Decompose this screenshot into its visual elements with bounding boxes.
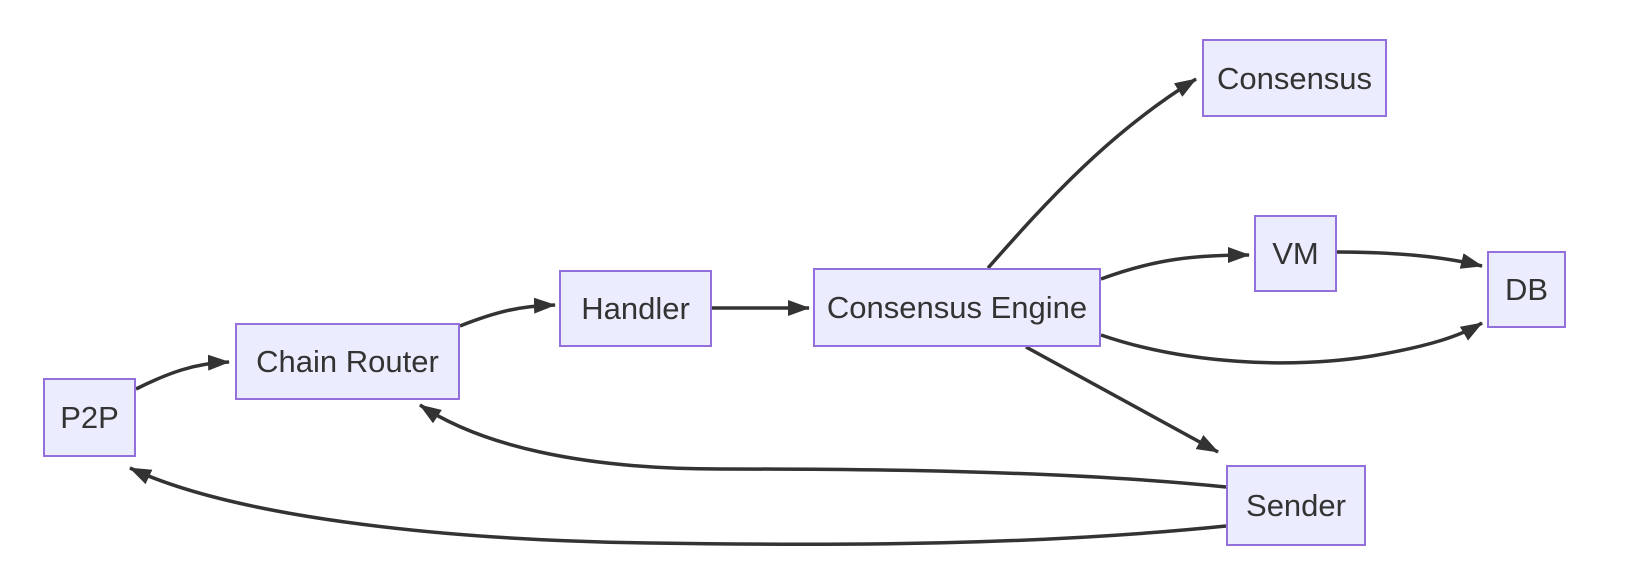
- node-db: DB: [1487, 251, 1566, 328]
- node-chain-router: Chain Router: [235, 323, 460, 400]
- edge-sender-to-p2p: [129, 466, 1227, 547]
- node-p2p: P2P: [43, 378, 136, 457]
- node-vm: VM: [1254, 215, 1337, 292]
- node-consensus-engine-label: Consensus Engine: [826, 290, 1088, 325]
- edge-consensus-engine-to-vm: [1100, 247, 1250, 281]
- node-handler: Handler: [559, 270, 712, 347]
- node-consensus-label: Consensus: [1216, 60, 1373, 96]
- edge-chain-router-to-handler: [459, 297, 556, 328]
- edge-consensus-engine-to-db: [1100, 321, 1483, 365]
- node-sender: Sender: [1226, 465, 1366, 546]
- edge-p2p-to-chain-router: [135, 354, 230, 391]
- node-vm-label: VM: [1272, 236, 1319, 271]
- edge-vm-to-db: [1336, 250, 1483, 269]
- node-consensus-engine: Consensus Engine: [813, 268, 1101, 347]
- edge-sender-to-chain-router: [419, 403, 1227, 489]
- node-p2p-label: P2P: [60, 400, 119, 435]
- edge-consensus-engine-to-sender: [1025, 345, 1219, 454]
- node-db-label: DB: [1504, 272, 1549, 307]
- node-handler-label: Handler: [581, 291, 690, 326]
- node-consensus: Consensus: [1202, 39, 1387, 117]
- edge-consensus-engine-to-consensus: [986, 77, 1197, 270]
- node-chain-router-label: Chain Router: [256, 344, 439, 379]
- node-sender-label: Sender: [1246, 488, 1346, 523]
